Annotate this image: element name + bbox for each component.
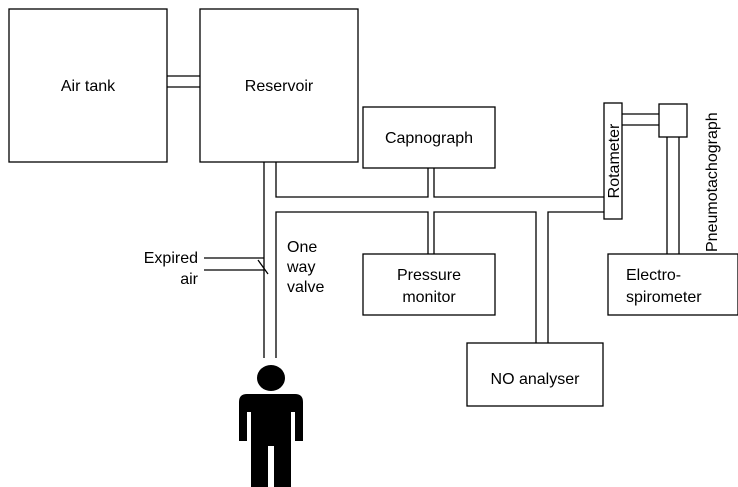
electrospirometer-label-line2: spirometer bbox=[626, 289, 702, 306]
one-way-valve-label-line3: valve bbox=[287, 279, 324, 296]
one-way-valve-label-line1: One bbox=[287, 239, 317, 256]
air-tank-box bbox=[8, 8, 168, 163]
reservoir-label: Reservoir bbox=[245, 78, 314, 95]
manifold-lower-wall-a bbox=[433, 211, 537, 343]
manifold-lower-wall-b bbox=[547, 211, 604, 343]
rotameter-label: Rotameter bbox=[606, 123, 623, 198]
pressure-monitor-box bbox=[362, 253, 496, 316]
air-tank-label: Air tank bbox=[61, 78, 116, 95]
pneumotachograph-box bbox=[658, 103, 688, 138]
main-tube-upper-wall bbox=[275, 162, 429, 198]
expired-air-label-line1: Expired bbox=[144, 250, 198, 267]
reservoir-box bbox=[199, 8, 359, 163]
capnograph-box bbox=[362, 106, 496, 169]
pressure-monitor-label-line1: Pressure bbox=[397, 267, 461, 284]
rotameter-box bbox=[603, 102, 623, 220]
person-icon bbox=[239, 365, 303, 487]
electrospirometer-box bbox=[607, 253, 738, 316]
no-analyser-label: NO analyser bbox=[491, 371, 581, 388]
one-way-valve-label-line2: way bbox=[286, 259, 315, 276]
capnograph-label: Capnograph bbox=[385, 130, 473, 147]
manifold-upper-wall bbox=[433, 168, 604, 198]
electrospirometer-label-line1: Electro- bbox=[626, 267, 681, 284]
expired-air-label-line2: air bbox=[180, 271, 198, 288]
no-analyser-box bbox=[466, 342, 604, 407]
pressure-monitor-label-line2: monitor bbox=[402, 289, 456, 306]
one-way-valve-flap bbox=[257, 259, 269, 275]
main-tube-lower-wall bbox=[275, 211, 429, 358]
pneumotachograph-label: Pneumotachograph bbox=[704, 112, 721, 252]
